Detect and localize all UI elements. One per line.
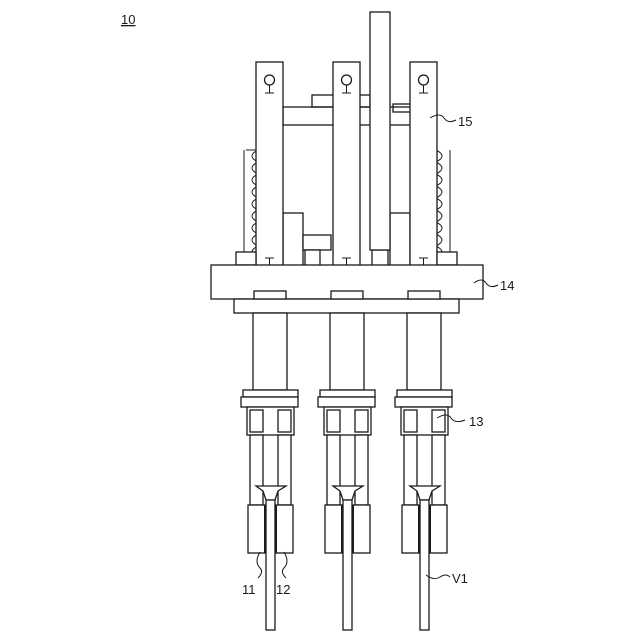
gripper-jaw-left xyxy=(325,505,342,553)
holder-slot-right xyxy=(432,410,445,432)
holder-slot-left xyxy=(327,410,340,432)
cylinder-body xyxy=(330,313,364,390)
jaw-contact-right xyxy=(275,505,277,553)
holder-slot-left xyxy=(404,410,417,432)
gripper-jaw-left xyxy=(248,505,265,553)
right-spring xyxy=(436,150,450,258)
svg-text:13: 13 xyxy=(469,414,483,429)
jaw-contact-right xyxy=(429,505,431,553)
label-part-12: 12 xyxy=(276,552,290,597)
figure-reference-number: 10 xyxy=(121,12,135,27)
gripper-arm-left xyxy=(404,435,417,505)
column-foot-1 xyxy=(254,291,286,299)
cylinder-body xyxy=(407,313,441,390)
plate-side-block-left xyxy=(236,252,256,265)
upper-frame-assembly xyxy=(236,12,457,298)
gripper-arm-left xyxy=(327,435,340,505)
central-bar xyxy=(370,12,390,250)
svg-text:12: 12 xyxy=(276,582,290,597)
gripper-arm-right xyxy=(278,435,291,505)
frame-small-block xyxy=(393,104,411,112)
holder-slot-right xyxy=(355,410,368,432)
holder-slot-left xyxy=(250,410,263,432)
column-foot-3 xyxy=(408,291,440,299)
holder-slot-right xyxy=(278,410,291,432)
actuator-unit-2 xyxy=(318,313,375,630)
cylinder-flange xyxy=(318,397,375,407)
column-foot-2 xyxy=(331,291,363,299)
jaw-contact-left xyxy=(341,505,343,553)
cylinder-flange xyxy=(395,397,452,407)
gripper-jaw-right xyxy=(276,505,293,553)
cylinder-body xyxy=(253,313,287,390)
label-part-11: 11 xyxy=(242,552,262,597)
jaw-contact-left xyxy=(418,505,420,553)
cylinder-collar xyxy=(243,390,298,397)
gripper-arm-right xyxy=(355,435,368,505)
jaw-contact-right xyxy=(352,505,354,553)
cylinder-collar xyxy=(320,390,375,397)
svg-text:15: 15 xyxy=(458,114,472,129)
gripper-arm-right xyxy=(432,435,445,505)
plate-side-block-right xyxy=(437,252,457,265)
label-valve-v1: V1 xyxy=(426,571,468,586)
actuator-unit-3 xyxy=(395,313,452,630)
plate-base xyxy=(234,299,459,313)
svg-text:14: 14 xyxy=(500,278,514,293)
valve-stem xyxy=(343,500,352,630)
mounting-plate xyxy=(211,265,483,313)
jaw-contact-left xyxy=(264,505,266,553)
svg-text:11: 11 xyxy=(242,582,256,597)
gripper-arm-left xyxy=(250,435,263,505)
cylinder-flange xyxy=(241,397,298,407)
cylinder-collar xyxy=(397,390,452,397)
gripper-jaw-right xyxy=(430,505,447,553)
valve-stem xyxy=(266,500,275,630)
gripper-jaw-right xyxy=(353,505,370,553)
valve-stem xyxy=(420,500,429,630)
gripper-jaw-left xyxy=(402,505,419,553)
svg-text:V1: V1 xyxy=(452,571,468,586)
inner-step xyxy=(303,235,331,250)
